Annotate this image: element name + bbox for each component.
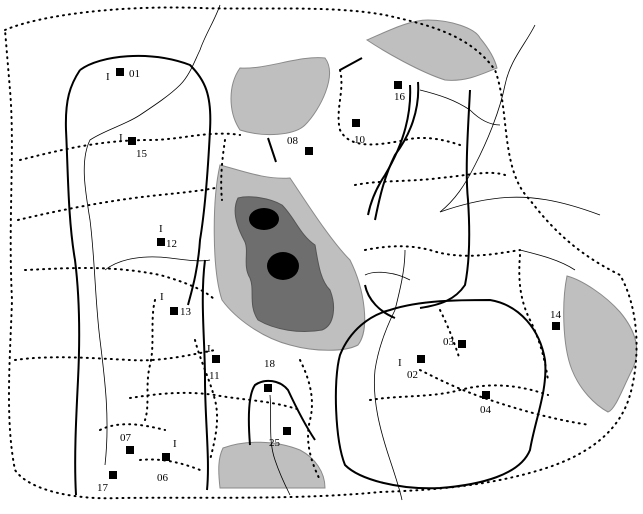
dotted-line-l xyxy=(419,369,591,426)
site-square-17[interactable] xyxy=(109,471,117,479)
dotted-line-m xyxy=(299,359,321,481)
thin-stream-right xyxy=(439,24,536,213)
site-label-02: 02 xyxy=(407,369,418,381)
site-square-02[interactable] xyxy=(417,355,425,363)
site-square-08[interactable] xyxy=(305,147,313,155)
dotted-line-p xyxy=(99,423,166,431)
i-markers: I I I I I I I xyxy=(106,71,402,450)
dotted-boundaries xyxy=(3,6,638,500)
dotted-line-k xyxy=(369,384,549,401)
site-square-10[interactable] xyxy=(352,119,360,127)
thick-line-left-inner xyxy=(201,259,209,491)
dotted-line-g xyxy=(337,69,461,146)
thin-stream-center-2 xyxy=(364,271,411,281)
site-square-25[interactable] xyxy=(283,427,291,435)
site-square-04[interactable] xyxy=(482,391,490,399)
thick-line-river-b xyxy=(367,84,412,216)
site-square-16[interactable] xyxy=(394,81,402,89)
site-label-08: 08 xyxy=(287,135,299,147)
site-label-06: 06 xyxy=(157,472,169,484)
thick-line-center-b xyxy=(267,137,277,163)
site-square-03[interactable] xyxy=(458,340,466,348)
site-label-18: 18 xyxy=(264,358,276,370)
gray-areas xyxy=(213,19,638,489)
i-marker-15: I xyxy=(119,132,123,144)
site-label-16: 16 xyxy=(394,91,406,103)
central-dark-core-lower xyxy=(267,252,299,280)
i-marker-01: I xyxy=(106,71,110,83)
site-label-12: 12 xyxy=(166,238,177,250)
site-markers xyxy=(109,68,560,479)
site-square-01[interactable] xyxy=(116,68,124,76)
dotted-outer-boundary xyxy=(3,6,638,500)
thin-stream-branch xyxy=(104,256,211,271)
dotted-line-i xyxy=(364,245,521,257)
dotted-line-o xyxy=(194,339,219,461)
thick-boundaries xyxy=(64,55,547,496)
site-label-10: 10 xyxy=(354,134,366,146)
site-label-17: 17 xyxy=(97,482,109,494)
dotted-line-r xyxy=(439,309,461,361)
gray-area-bottom xyxy=(218,441,326,489)
site-label-04: 04 xyxy=(480,404,492,416)
dotted-line-c xyxy=(24,266,216,301)
thin-stream-mid xyxy=(419,89,501,126)
i-marker-06: I xyxy=(173,438,177,450)
thin-streams xyxy=(83,4,601,501)
site-square-18[interactable] xyxy=(264,384,272,392)
gray-area-top-right xyxy=(365,19,498,81)
central-dark-core-upper xyxy=(249,208,279,230)
thick-line-left-region xyxy=(79,55,212,306)
thin-stream-right-2 xyxy=(439,196,601,216)
dotted-line-e xyxy=(129,391,301,411)
site-square-11[interactable] xyxy=(212,355,220,363)
thick-line-center-a xyxy=(339,57,363,71)
dotted-line-q xyxy=(139,458,201,471)
gray-area-right xyxy=(563,275,638,413)
i-marker-13: I xyxy=(160,291,164,303)
site-square-14[interactable] xyxy=(552,322,560,330)
i-marker-12: I xyxy=(159,223,163,235)
i-marker-02: I xyxy=(398,357,402,369)
thin-stream-top-left xyxy=(83,4,221,466)
thin-stream-lower-right xyxy=(519,249,576,271)
site-label-07: 07 xyxy=(120,432,132,444)
site-square-07[interactable] xyxy=(126,446,134,454)
site-labels: 01 15 08 10 16 12 13 14 03 02 04 11 18 2… xyxy=(97,68,562,494)
thick-line-river-d xyxy=(364,284,396,319)
thin-stream-bottom-center xyxy=(269,394,291,496)
site-square-13[interactable] xyxy=(170,307,178,315)
site-label-25: 25 xyxy=(269,437,281,449)
dotted-line-n xyxy=(144,299,156,421)
thin-stream-center xyxy=(374,249,406,501)
gray-area-top-center xyxy=(230,57,330,135)
thick-line-river-c xyxy=(419,89,471,309)
site-label-11: 11 xyxy=(209,370,220,382)
dotted-line-b xyxy=(17,187,216,221)
dotted-line-h xyxy=(354,171,506,186)
site-label-15: 15 xyxy=(136,148,148,160)
site-label-13: 13 xyxy=(180,306,192,318)
site-square-12[interactable] xyxy=(157,238,165,246)
thick-line-right-loop xyxy=(334,298,547,490)
thick-line-left-outer xyxy=(64,69,81,496)
dotted-line-d xyxy=(14,349,216,362)
site-label-14: 14 xyxy=(550,309,562,321)
dotted-line-f xyxy=(220,139,226,201)
site-square-06[interactable] xyxy=(162,453,170,461)
dotted-line-j xyxy=(518,254,549,381)
site-square-15[interactable] xyxy=(128,137,136,145)
i-marker-11: I xyxy=(207,343,211,355)
site-label-03: 03 xyxy=(443,336,455,348)
site-label-01: 01 xyxy=(129,68,140,80)
thick-line-small-loop xyxy=(247,379,316,446)
